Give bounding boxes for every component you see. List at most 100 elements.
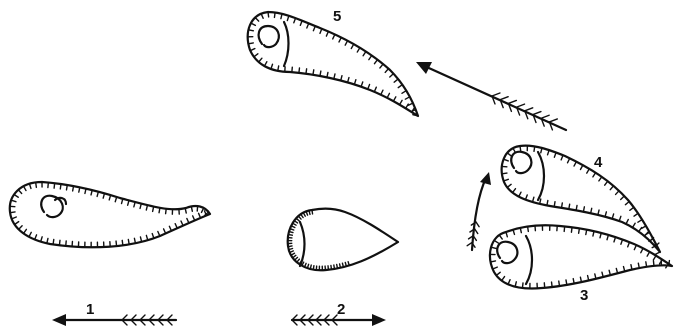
cilium [250,49,255,51]
cilium [181,221,183,226]
cilium [571,227,572,232]
cilium [507,184,511,187]
cilium [128,239,129,244]
arrow-feather [508,100,516,103]
cilium [621,240,623,245]
cilium [552,282,553,287]
cilium [638,263,639,268]
cilium [169,226,171,231]
arrow-feather [517,104,525,107]
cilium [504,179,509,181]
cilium [306,69,307,74]
arrow-feather [500,97,508,100]
cilium [293,255,296,257]
organism-2-cilia [288,210,350,270]
label-4: 4 [594,154,603,171]
arrow-feather [525,108,533,111]
cilium [193,216,195,221]
arrow-feather [549,119,557,122]
cilium [494,240,498,243]
cilium [554,153,556,158]
cilium [274,12,275,17]
organism-2-membrane [300,222,305,266]
cilium [583,207,584,212]
organism-4 [502,146,660,255]
cilium [411,110,416,112]
cilium [29,184,31,189]
organism-2 [288,209,398,271]
cilium [573,279,574,284]
cilium [166,209,167,214]
cilium [278,66,279,71]
cilium [593,173,596,177]
cilium [576,205,577,210]
cilium [408,103,413,105]
cilium [512,189,515,193]
arrow-feather [492,93,500,96]
cilium [634,245,636,250]
cilium [297,259,300,262]
cilium [295,257,298,260]
cilium [175,224,177,229]
cilium [66,185,67,190]
cilium [300,21,302,26]
cilium [507,153,511,156]
cilium [122,240,123,245]
cilium [656,252,660,254]
label-2: 2 [337,301,345,318]
cilium [504,159,509,161]
cilium [394,79,398,82]
cilium [642,226,646,229]
cilium [116,241,117,246]
cilium [380,64,383,68]
cilium [19,226,22,230]
cilium [633,223,636,227]
cilium [630,207,634,210]
cilium [320,71,321,76]
label-1: 1 [86,301,94,318]
cilium [345,41,347,45]
cilium [534,146,535,151]
cilium [374,60,377,64]
cilium [334,265,335,269]
cilium [496,272,500,275]
cilium [579,228,580,233]
organism-5-oral-groove [259,26,279,47]
cilium [15,222,19,225]
cilium [559,281,560,286]
cilium [625,201,629,204]
cilium [525,195,527,200]
cilium [513,148,515,152]
cilium [342,263,343,267]
cilium [628,242,630,247]
cilium [368,84,370,89]
label-3: 3 [580,287,588,304]
cilium [385,69,388,73]
organism-5 [248,12,418,116]
cilium [313,70,314,75]
cilium [299,68,300,73]
organism-4-oral-groove [511,152,531,173]
cilium [59,240,60,245]
cilium [14,194,18,197]
cilium [298,216,301,219]
cilium [11,200,16,202]
label-5: 5 [333,8,341,25]
organism-1-body [10,182,210,247]
cilium [586,230,587,235]
cilium [610,186,613,190]
cilium [363,52,366,56]
cilium [313,26,315,31]
cilium [291,253,294,255]
organism-1 [10,182,210,247]
organism-3-membrane [526,236,532,284]
cilium [499,235,502,239]
cilium [268,12,269,17]
cilium [519,192,521,196]
cilium [387,93,389,97]
cilium [199,213,201,218]
cilium [520,146,521,151]
cilium [402,91,406,94]
cilium [259,58,262,62]
cilium [309,211,310,215]
